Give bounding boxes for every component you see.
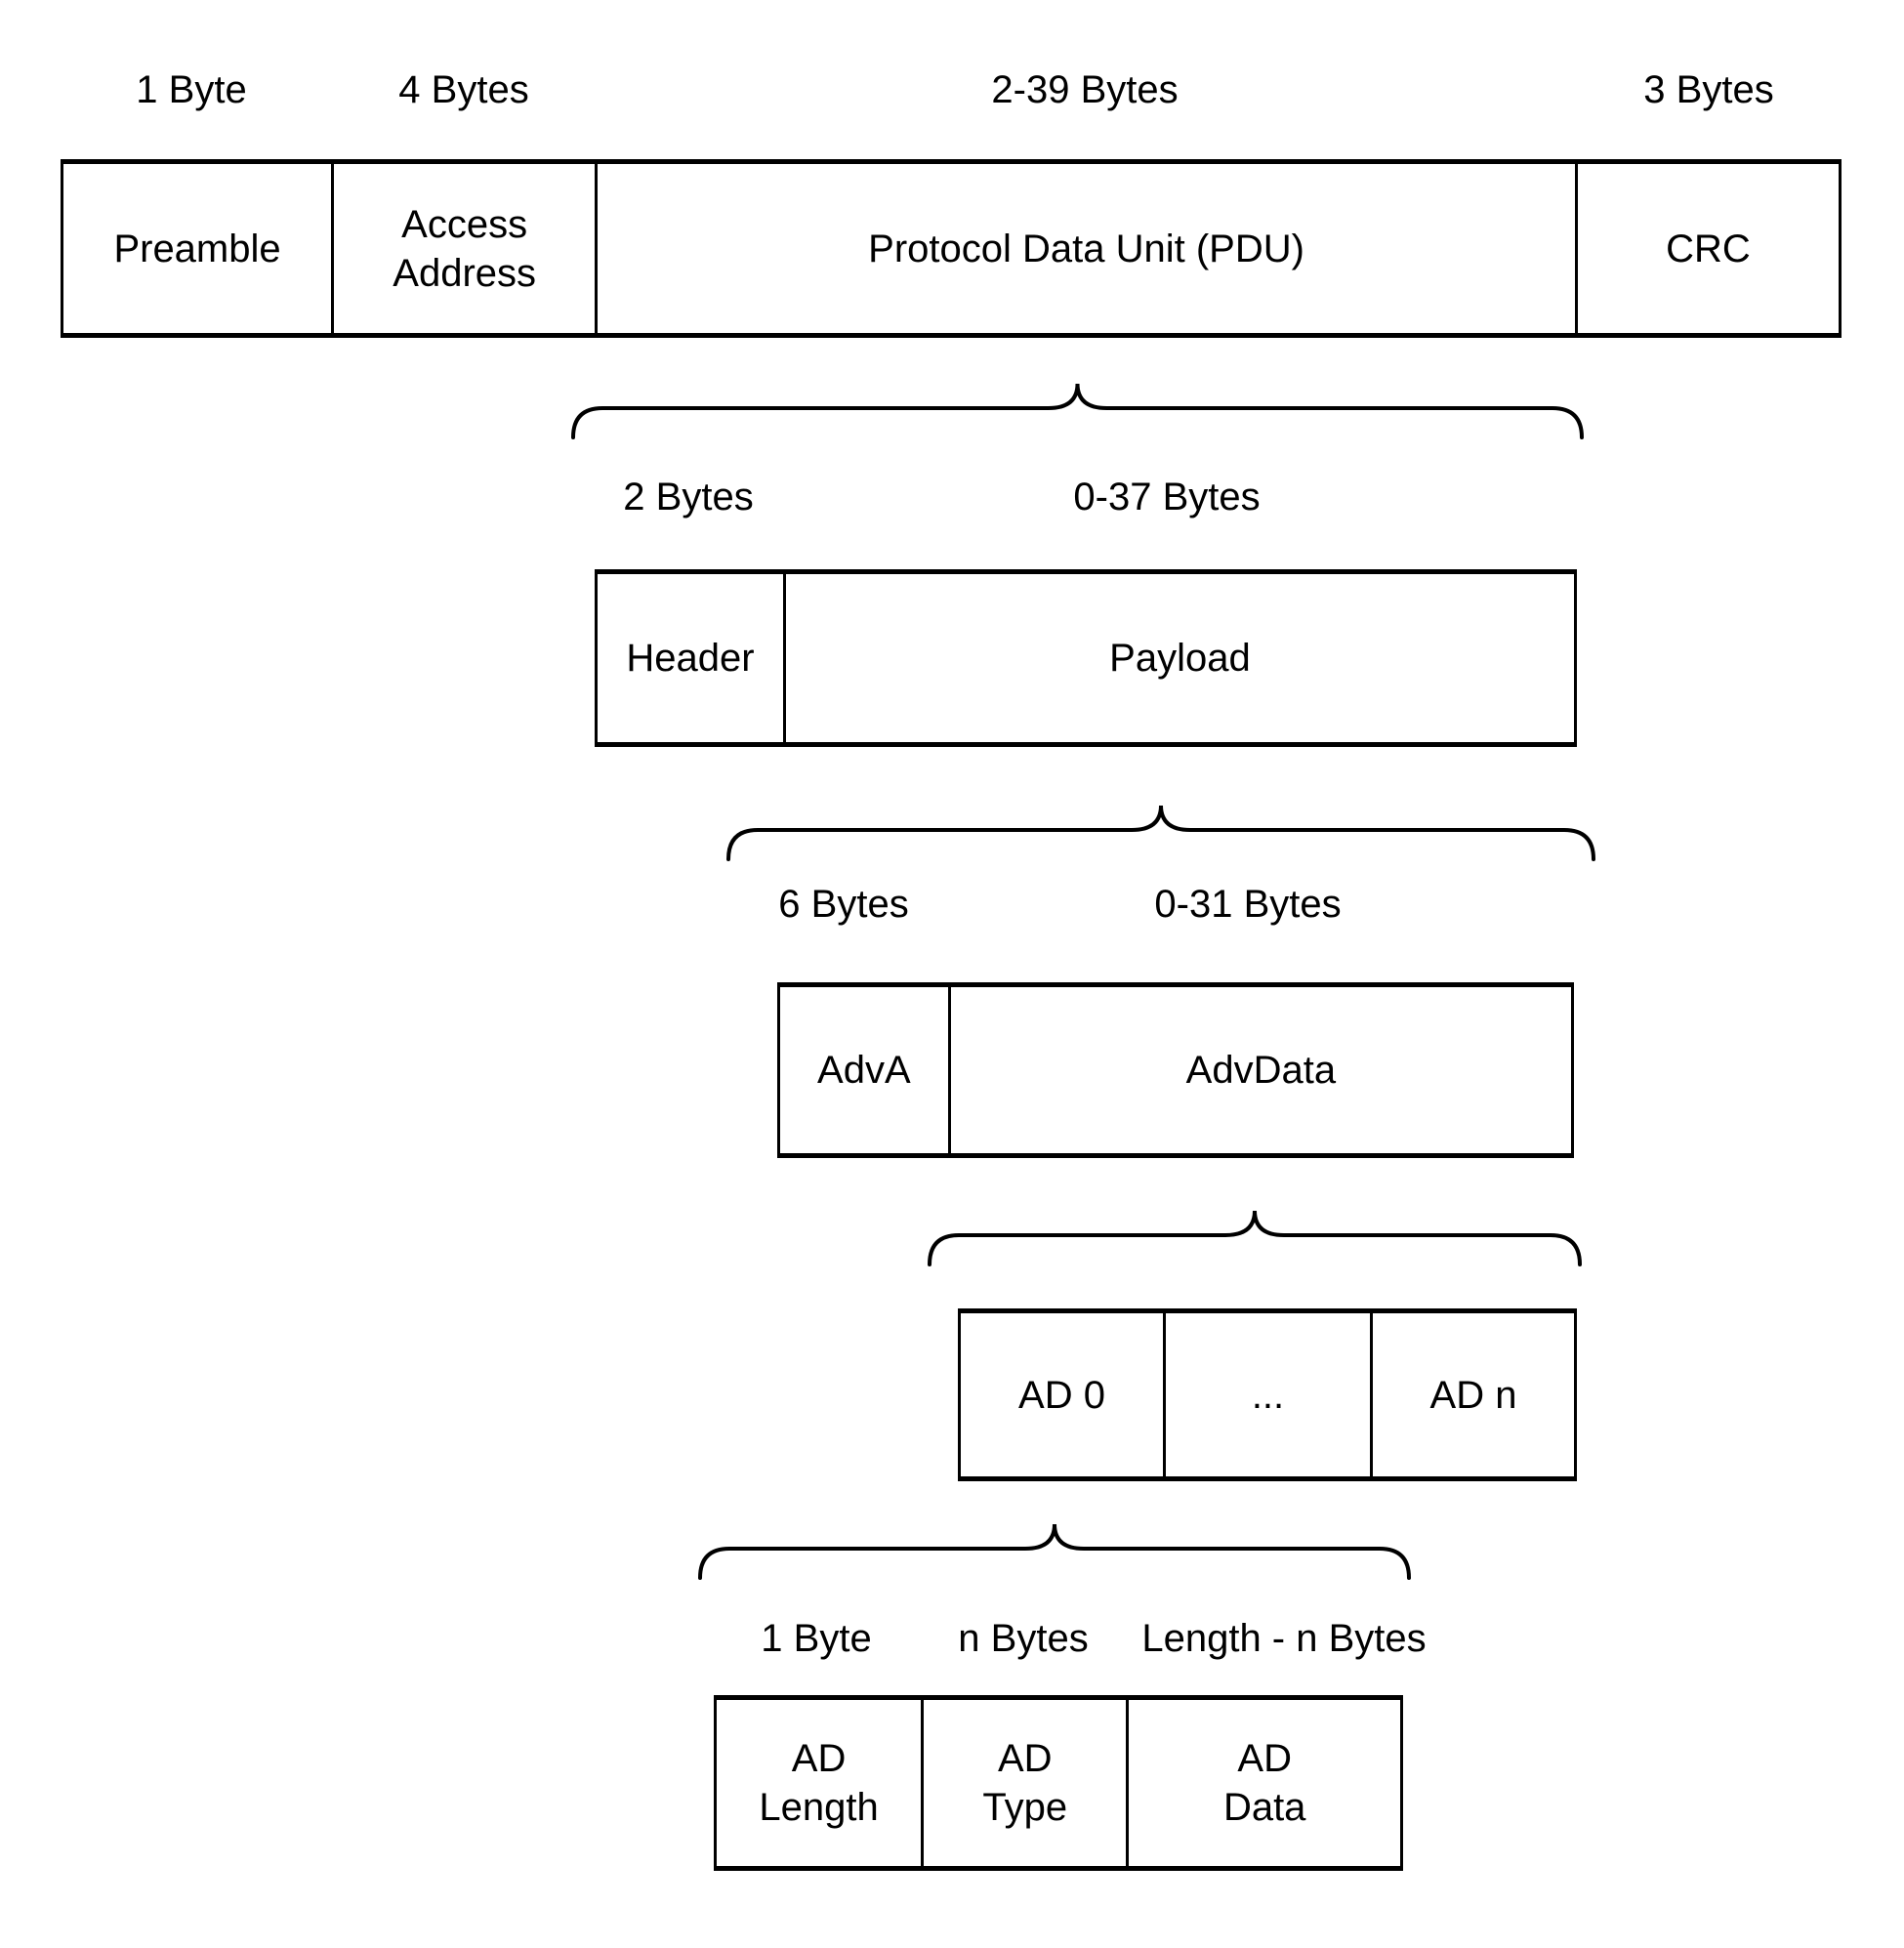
brace-payload	[726, 805, 1595, 861]
size-label-ad-length: 1 Byte	[761, 1617, 872, 1660]
ad-length-box: AD Length	[759, 1737, 879, 1829]
advdata-box: AdvData	[947, 987, 1571, 1153]
access-address-box: Access Address	[331, 164, 595, 333]
adn-box: AD n	[1369, 1313, 1574, 1476]
ad0-box: AD 0	[1018, 1373, 1105, 1417]
advdata-row: AD 0 ... AD n	[958, 1308, 1577, 1481]
brace-ad0	[698, 1523, 1411, 1580]
header-box: Header	[626, 637, 755, 680]
size-label-pdu: 2-39 Bytes	[991, 68, 1179, 111]
crc-box: CRC	[1574, 164, 1839, 333]
brace-advdata	[928, 1210, 1582, 1266]
ad-type-box: AD Type	[921, 1700, 1126, 1866]
size-label-access-address: 4 Bytes	[398, 68, 529, 111]
size-label-header: 2 Bytes	[623, 476, 754, 518]
ad-ellipsis-box: ...	[1163, 1313, 1370, 1476]
pdu-row: Header Payload	[595, 569, 1577, 747]
size-label-adva: 6 Bytes	[778, 883, 909, 926]
ad-structure-row: AD Length AD Type AD Data	[714, 1695, 1403, 1871]
payload-row: AdvA AdvData	[777, 982, 1574, 1158]
packet-row: Preamble Access Address Protocol Data Un…	[61, 159, 1842, 338]
size-label-advdata: 0-31 Bytes	[1154, 883, 1342, 926]
size-label-ad-data: Length - n Bytes	[1141, 1617, 1427, 1660]
size-label-ad-type: n Bytes	[958, 1617, 1089, 1660]
payload-box: Payload	[782, 574, 1574, 742]
adva-box: AdvA	[817, 1049, 911, 1092]
size-label-payload: 0-37 Bytes	[1073, 476, 1261, 518]
ad-data-box: AD Data	[1126, 1700, 1400, 1866]
brace-pdu	[571, 383, 1584, 439]
size-label-crc: 3 Bytes	[1643, 68, 1774, 111]
preamble-box: Preamble	[113, 227, 281, 270]
pdu-box: Protocol Data Unit (PDU)	[595, 164, 1575, 333]
size-label-preamble: 1 Byte	[136, 68, 247, 111]
